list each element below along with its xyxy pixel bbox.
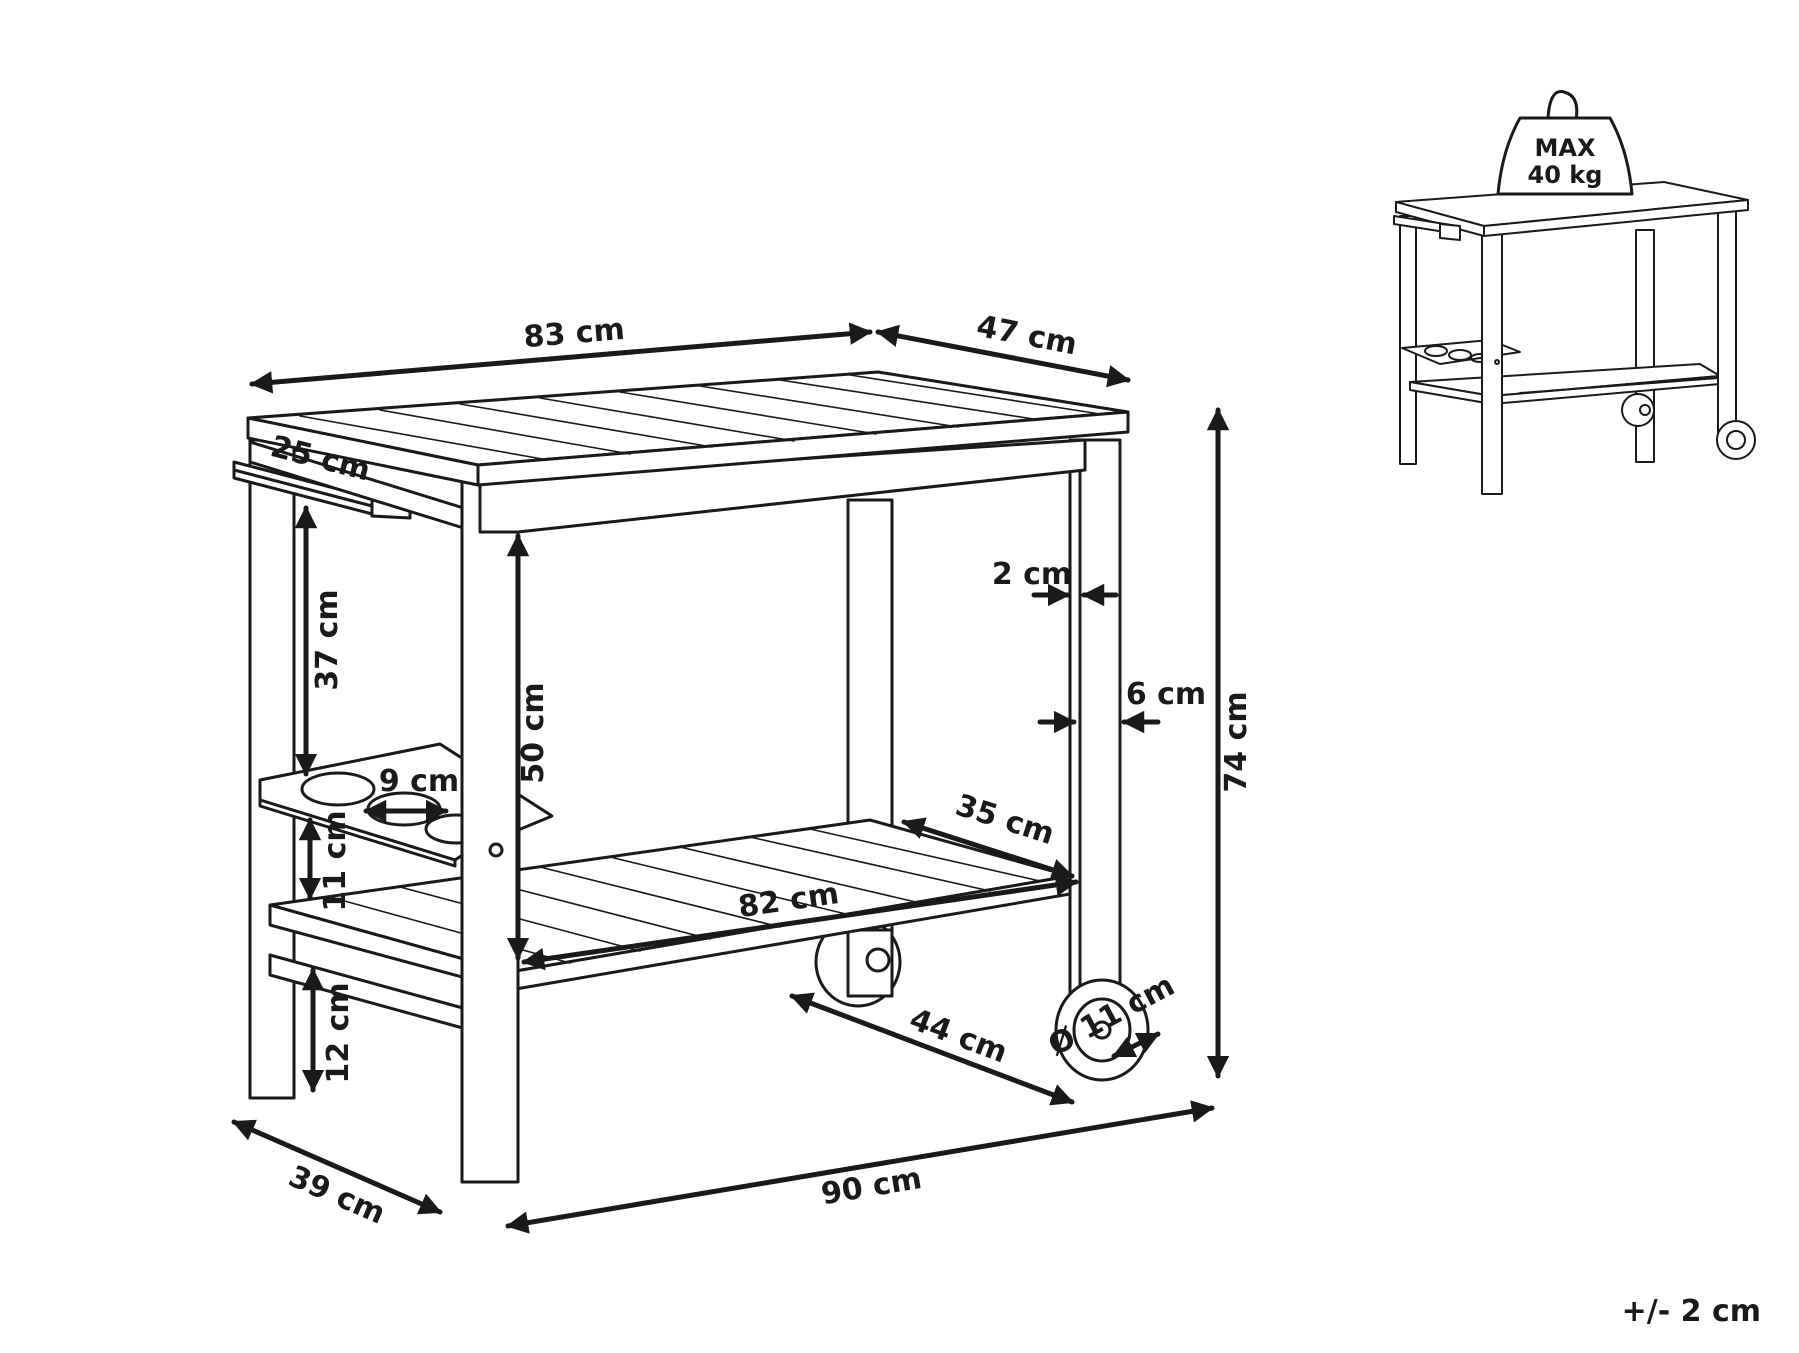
arrow-wheel-diameter bbox=[1111, 1031, 1161, 1059]
arrow-shelf-width bbox=[521, 873, 1079, 971]
arrow-base-depth bbox=[231, 1119, 443, 1215]
weight-handle-icon bbox=[1546, 90, 1579, 122]
label-leg-height-inner: 50 cm bbox=[516, 682, 551, 783]
front-left-leg bbox=[460, 480, 520, 1184]
weight-max-label: MAX bbox=[1535, 134, 1596, 162]
label-total-height: 74 cm bbox=[1219, 691, 1254, 792]
preview-front-wheel bbox=[1716, 420, 1756, 460]
preview-trolley bbox=[1393, 181, 1756, 495]
weight-badge: MAX 40 kg bbox=[1496, 90, 1634, 196]
tolerance-note: +/- 2 cm bbox=[1622, 1294, 1761, 1329]
label-handle-to-rack: 37 cm bbox=[310, 589, 345, 690]
label-base-depth: 39 cm bbox=[283, 1159, 390, 1232]
bottom-shelf bbox=[268, 818, 1072, 1032]
arrow-width-top bbox=[249, 322, 873, 394]
label-overall-width: 90 cm bbox=[819, 1161, 925, 1212]
label-shelf-to-floor: 12 cm bbox=[321, 982, 356, 1083]
main-trolley-drawing bbox=[232, 370, 1150, 1184]
arrow-depth-top bbox=[875, 324, 1131, 388]
back-left-leg bbox=[248, 438, 296, 1100]
table-top bbox=[246, 370, 1130, 487]
arrow-wheelbase bbox=[789, 992, 1075, 1106]
arrow-shelf-depth bbox=[901, 817, 1075, 881]
dimension-arrows bbox=[231, 322, 1230, 1234]
front-apron bbox=[478, 438, 1087, 534]
label-width-top: 83 cm bbox=[522, 312, 626, 355]
label-leg-thickness: 2 cm bbox=[992, 557, 1072, 592]
label-rack-to-shelf: 11 cm bbox=[318, 810, 353, 911]
preview-back-wheel bbox=[1621, 393, 1655, 427]
label-bottle-hole: 9 cm bbox=[379, 764, 459, 799]
weight-icon bbox=[1496, 116, 1634, 196]
label-leg-width: 6 cm bbox=[1126, 677, 1206, 712]
front-right-leg bbox=[1068, 438, 1122, 1022]
arrow-overall-width bbox=[505, 1100, 1215, 1234]
weight-value-label: 40 kg bbox=[1528, 161, 1603, 189]
